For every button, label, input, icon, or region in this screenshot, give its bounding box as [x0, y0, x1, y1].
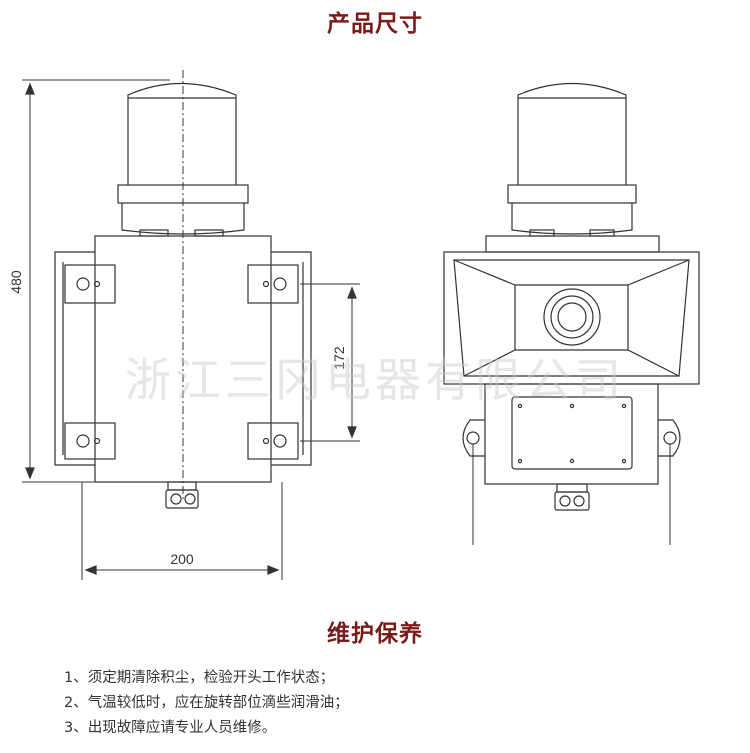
maintenance-list: 1、须定期清除积尘，检验开头工作状态； 2、气温较低时，应在旋转部位滴些润滑油；… [64, 666, 349, 741]
size-section-title: 产品尺寸 [327, 11, 423, 37]
maintenance-item: 2、气温较低时，应在旋转部位滴些润滑油； [64, 695, 349, 711]
front-view-drawing [54, 82, 312, 509]
side-view-drawing [443, 82, 700, 511]
maintenance-item: 3、出现故障应请专业人员维修。 [64, 720, 277, 736]
height-dimension-label: 480 [8, 270, 24, 294]
product-dimension-drawing: 480 172 200 [8, 70, 700, 580]
width-dimension-label: 200 [170, 551, 194, 567]
maintenance-item: 1、须定期清除积尘，检验开头工作状态； [64, 670, 335, 686]
hole-spacing-dimension-label: 172 [331, 346, 347, 370]
maintenance-section-title: 维护保养 [327, 621, 423, 647]
